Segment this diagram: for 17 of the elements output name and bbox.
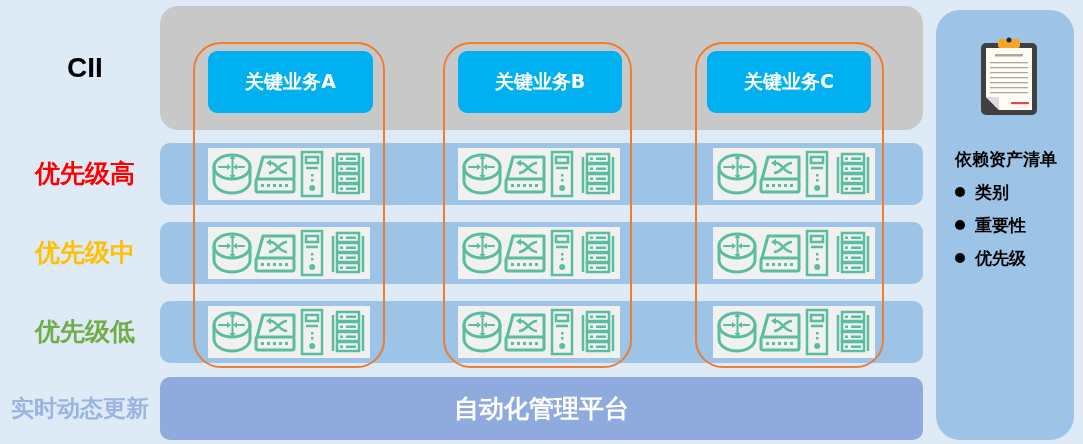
asset-list-panel	[936, 10, 1074, 440]
business-label: 关键业务B	[494, 69, 586, 94]
list-item: 重要性	[975, 214, 1026, 236]
business-label: 关键业务A	[245, 69, 336, 94]
row-label: CII	[66, 51, 104, 85]
row-label: 优先级高	[33, 159, 136, 189]
business-box	[208, 51, 373, 113]
list-item: 优先级	[975, 247, 1026, 269]
platform-label: 自动化管理平台	[454, 393, 629, 424]
list-item: 类别	[975, 181, 1009, 203]
row-label: 优先级中	[33, 238, 136, 268]
business-label: 关键业务C	[744, 69, 834, 94]
row-label: 实时动态更新	[10, 394, 150, 423]
row-label: 优先级低	[33, 317, 136, 347]
business-box	[707, 51, 871, 113]
business-box	[458, 51, 622, 113]
panel-heading: 依赖资产清单	[955, 148, 1057, 170]
